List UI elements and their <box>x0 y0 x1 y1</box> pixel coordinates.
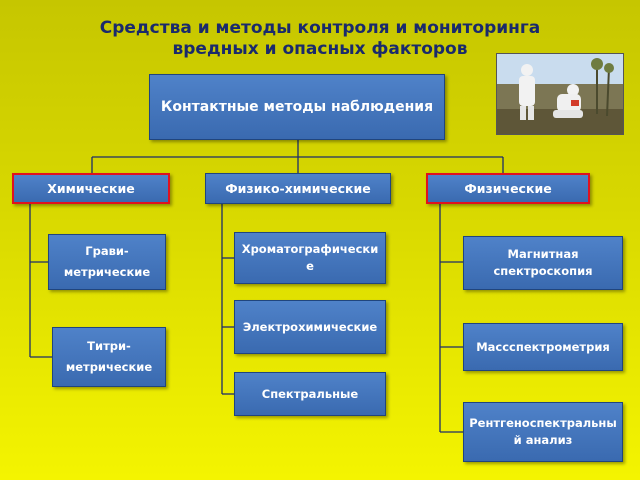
title-line-2: вредных и опасных факторов <box>172 39 468 59</box>
method-spectral: Спектральные <box>234 372 386 416</box>
method-chromatographic: Хроматографические <box>234 232 386 284</box>
category-label: Физико-химические <box>225 181 371 196</box>
method-label: Рентгеноспектральный анализ <box>469 416 617 447</box>
root-box: Контактные методы наблюдения <box>149 74 445 140</box>
method-electrochemical: Электрохимические <box>234 300 386 354</box>
method-label: Хроматографические <box>241 242 379 273</box>
method-magnetic-spectroscopy: Магнитная спектроскопия <box>463 236 623 290</box>
category-label: Химические <box>47 181 135 196</box>
page-title: Средства и методы контроля и мониторинга… <box>40 18 600 60</box>
method-label: Спектральные <box>261 386 359 401</box>
root-label: Контактные методы наблюдения <box>160 99 434 115</box>
title-line-1: Средства и методы контроля и мониторинга <box>99 18 541 38</box>
field-workers-photo <box>496 53 624 135</box>
category-label: Физические <box>464 181 552 196</box>
category-chemical: Химические <box>12 173 170 204</box>
method-titrimetric: Титри- метрические <box>52 327 166 387</box>
category-physical: Физические <box>426 173 590 204</box>
method-label: Электрохимические <box>242 319 378 334</box>
method-mass-spectrometry: Массспектрометрия <box>463 323 623 371</box>
method-gravimetric: Грави- метрические <box>48 234 166 290</box>
category-physicochemical: Физико-химические <box>205 173 391 204</box>
method-label: Магнитная спектроскопия <box>493 247 593 278</box>
field-workers-illustration <box>497 54 623 134</box>
method-label: Грави- метрические <box>63 244 151 279</box>
method-xray-spectral-analysis: Рентгеноспектральный анализ <box>463 402 623 462</box>
method-label: Титри- метрические <box>65 339 153 374</box>
method-label: Массспектрометрия <box>476 339 610 354</box>
